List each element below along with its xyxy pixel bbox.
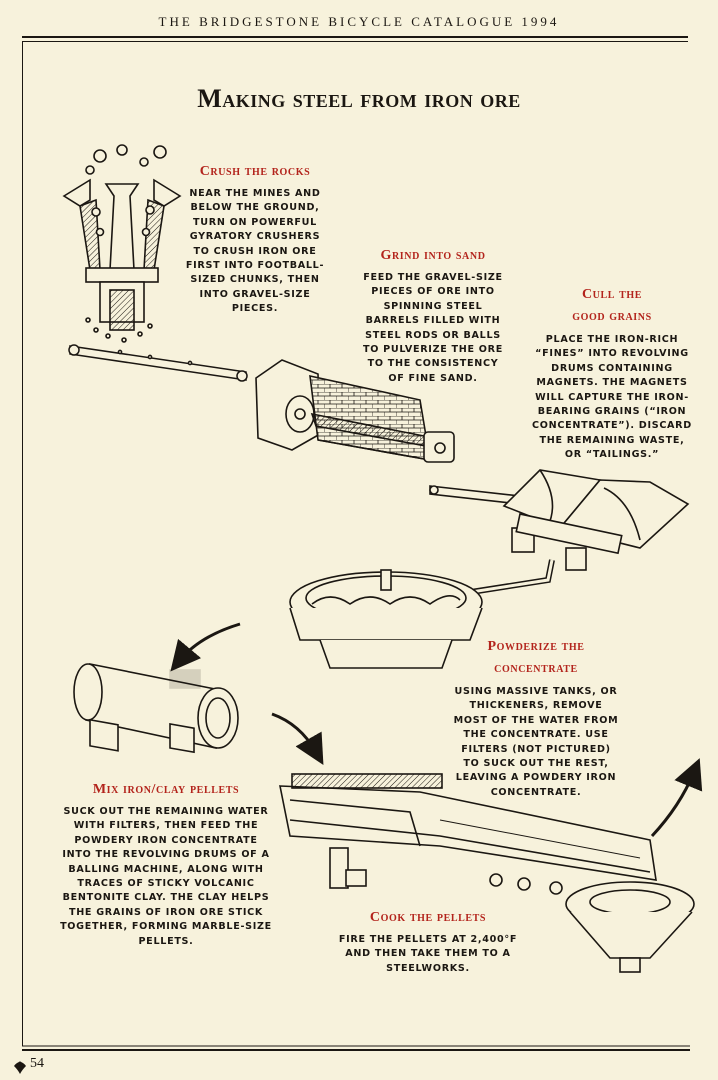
step-body: Feed the gravel-size pieces of ore into … bbox=[362, 272, 503, 384]
gyratory-crusher-drawing bbox=[62, 144, 182, 343]
page-number: 54 bbox=[30, 1056, 44, 1071]
running-header: THE BRIDGESTONE BICYCLE CATALOGUE 1994 bbox=[158, 14, 560, 29]
step-powderize: Powderize the concentrate Using massive … bbox=[452, 636, 620, 800]
header-rule-top bbox=[22, 36, 688, 38]
step-crush: Crush the rocks Near the mines and below… bbox=[180, 162, 330, 317]
pellet-kiln-drawing bbox=[279, 773, 695, 973]
step-heading: Mix iron/clay pellets bbox=[92, 782, 240, 797]
header-rule-bottom bbox=[22, 41, 688, 42]
step-heading: Cull the good grains bbox=[572, 287, 652, 324]
step-body: Using massive tanks, or thickeners, remo… bbox=[453, 686, 619, 798]
grinding-mill-drawing bbox=[255, 359, 455, 463]
step-cook: Cook the pellets Fire the pellets at 2,4… bbox=[330, 908, 526, 976]
balling-drum-drawing bbox=[73, 663, 239, 754]
page-ornament-icon bbox=[14, 1061, 26, 1074]
arrow-icon bbox=[170, 622, 241, 672]
conveyor-belt-drawing bbox=[68, 344, 248, 382]
step-body: Place the iron-rich “fines” into revolvi… bbox=[532, 334, 692, 461]
step-heading: Cook the pellets bbox=[369, 910, 487, 925]
page-title: Making steel from iron ore bbox=[197, 84, 521, 113]
step-body: Fire the pellets at 2,400°F and then tak… bbox=[338, 934, 518, 974]
step-heading: Grind into sand bbox=[380, 248, 486, 263]
step-body: Near the mines and below the ground, tur… bbox=[185, 188, 325, 315]
step-cull: Cull the good grains Place the iron-rich… bbox=[530, 284, 694, 463]
left-margin-rule bbox=[22, 42, 23, 1046]
arrow-icon bbox=[271, 712, 324, 766]
step-mix: Mix iron/clay pellets Suck out the remai… bbox=[60, 780, 272, 949]
step-grind: Grind into sand Feed the gravel-size pie… bbox=[358, 246, 508, 386]
step-body: Suck out the remaining water with filter… bbox=[60, 806, 272, 947]
magnetic-separator-drawing bbox=[419, 469, 690, 603]
thickener-tank-drawing bbox=[289, 569, 483, 669]
step-heading: Crush the rocks bbox=[199, 164, 311, 179]
arrow-icon bbox=[650, 758, 703, 838]
step-heading: Powderize the concentrate bbox=[487, 639, 585, 676]
